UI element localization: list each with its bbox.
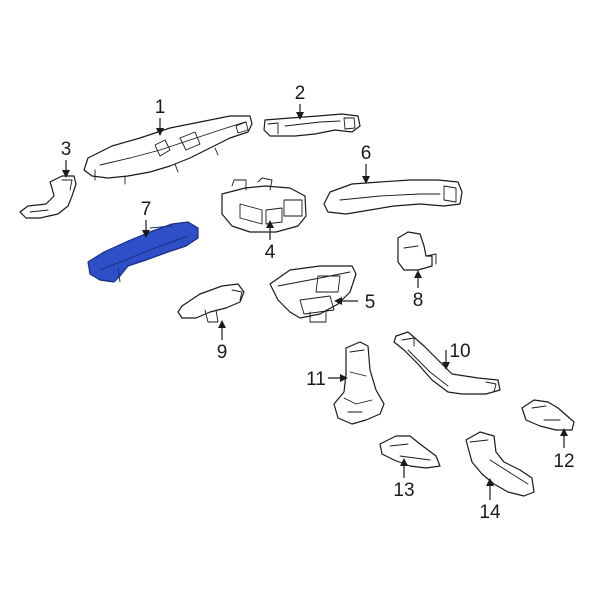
callout-1: 1 — [155, 97, 166, 118]
part-9-duct[interactable] — [177, 283, 245, 323]
part-13-duct[interactable] — [379, 435, 441, 469]
callout-12: 12 — [553, 451, 574, 472]
part-10-duct[interactable] — [393, 331, 501, 395]
callout-numbers: 1 2 3 4 5 6 7 8 9 10 11 12 13 14 — [61, 83, 575, 523]
callout-3: 3 — [61, 139, 72, 160]
callout-10: 10 — [449, 341, 470, 362]
callout-5: 5 — [365, 292, 376, 313]
callout-6: 6 — [361, 143, 372, 164]
callout-leaders — [62, 104, 568, 500]
callout-8: 8 — [413, 290, 424, 311]
callout-14: 14 — [479, 502, 501, 523]
part-8-bracket[interactable] — [397, 231, 437, 271]
callout-13: 13 — [393, 480, 414, 501]
part-5-housing[interactable] — [269, 265, 357, 323]
part-12-duct[interactable] — [521, 399, 575, 431]
part-11-duct[interactable] — [333, 341, 385, 425]
part-3-duct[interactable] — [19, 175, 77, 219]
callout-9: 9 — [217, 342, 228, 363]
callout-7: 7 — [141, 199, 152, 220]
callout-11: 11 — [306, 369, 326, 390]
part-6-duct[interactable] — [323, 179, 463, 215]
callout-4: 4 — [265, 242, 276, 263]
callout-2: 2 — [295, 83, 306, 104]
part-2-duct[interactable] — [263, 113, 361, 137]
part-14-duct[interactable] — [465, 431, 535, 497]
part-7-duct-highlighted[interactable] — [87, 221, 199, 283]
part-1-duct[interactable] — [83, 115, 253, 185]
part-4-register[interactable] — [221, 177, 307, 233]
